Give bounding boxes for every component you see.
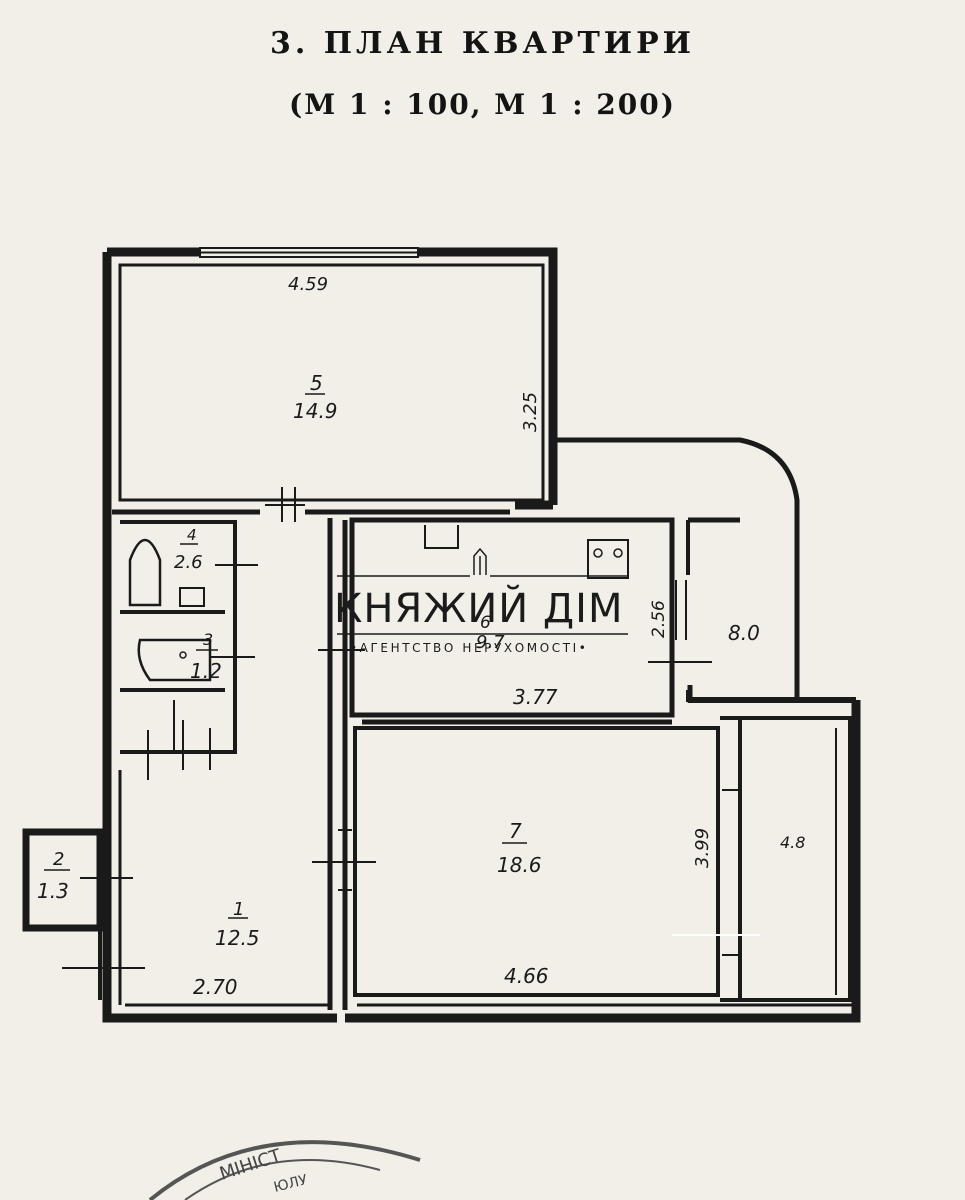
room-5-width: 4.59 <box>288 274 328 295</box>
balcony-area-2: 4.8 <box>780 833 805 852</box>
washbasin-icon <box>137 638 212 682</box>
room-7-width: 4.66 <box>504 964 549 988</box>
room-2-walls <box>22 828 104 932</box>
room-2-number: 2 <box>53 849 64 870</box>
official-stamp: МІНІСТ ЮЛУ <box>148 1140 421 1200</box>
room-1-width: 2.70 <box>193 975 238 999</box>
room-6-width: 3.77 <box>513 685 558 709</box>
balcony-area-1: 8.0 <box>728 621 760 645</box>
room-3-number: 3 <box>203 630 213 649</box>
room-6-depth: 2.56 <box>649 600 669 638</box>
room-3-area: 1.2 <box>190 659 222 683</box>
document-title: 3. ПЛАН КВАРТИРИ <box>269 26 696 61</box>
room-6-area: 9.7 <box>476 632 505 653</box>
room-5-walls <box>118 263 545 502</box>
room-7-walls <box>353 726 720 997</box>
document-scale: (М 1 : 100, М 1 : 200) <box>289 88 676 121</box>
corridor-walls <box>112 509 510 1010</box>
room-1-number: 1 <box>233 899 244 920</box>
room-5-number: 5 <box>310 371 323 395</box>
room-4-area: 2.6 <box>174 552 203 573</box>
room-6-number: 6 <box>480 613 491 633</box>
room-2-area: 1.3 <box>37 879 69 903</box>
watermark-name: КНЯЖИЙ ДІМ <box>334 586 624 632</box>
outer-wall <box>102 247 861 1023</box>
room-4-number: 4 <box>187 526 197 544</box>
balcony-8-walls <box>555 437 800 703</box>
watermark-tagline: •АГЕНТСТВО НЕРУХОМОСТІ• <box>350 641 589 655</box>
stove-icon <box>587 539 629 579</box>
watermark-logo-icon <box>337 547 628 635</box>
room-5-depth: 3.25 <box>520 392 541 432</box>
toilet-icon <box>179 587 205 607</box>
room-7-depth: 3.99 <box>692 828 713 868</box>
balcony-48-walls <box>720 716 852 1002</box>
stamp-text-2: ЮЛУ <box>272 1172 309 1196</box>
room-5-area: 14.9 <box>293 399 338 423</box>
room-7-area: 18.6 <box>497 853 542 877</box>
room-1-area: 12.5 <box>215 926 260 950</box>
room-7-number: 7 <box>509 819 522 843</box>
bathtub-icon <box>128 538 162 607</box>
sink-icon <box>424 525 459 549</box>
